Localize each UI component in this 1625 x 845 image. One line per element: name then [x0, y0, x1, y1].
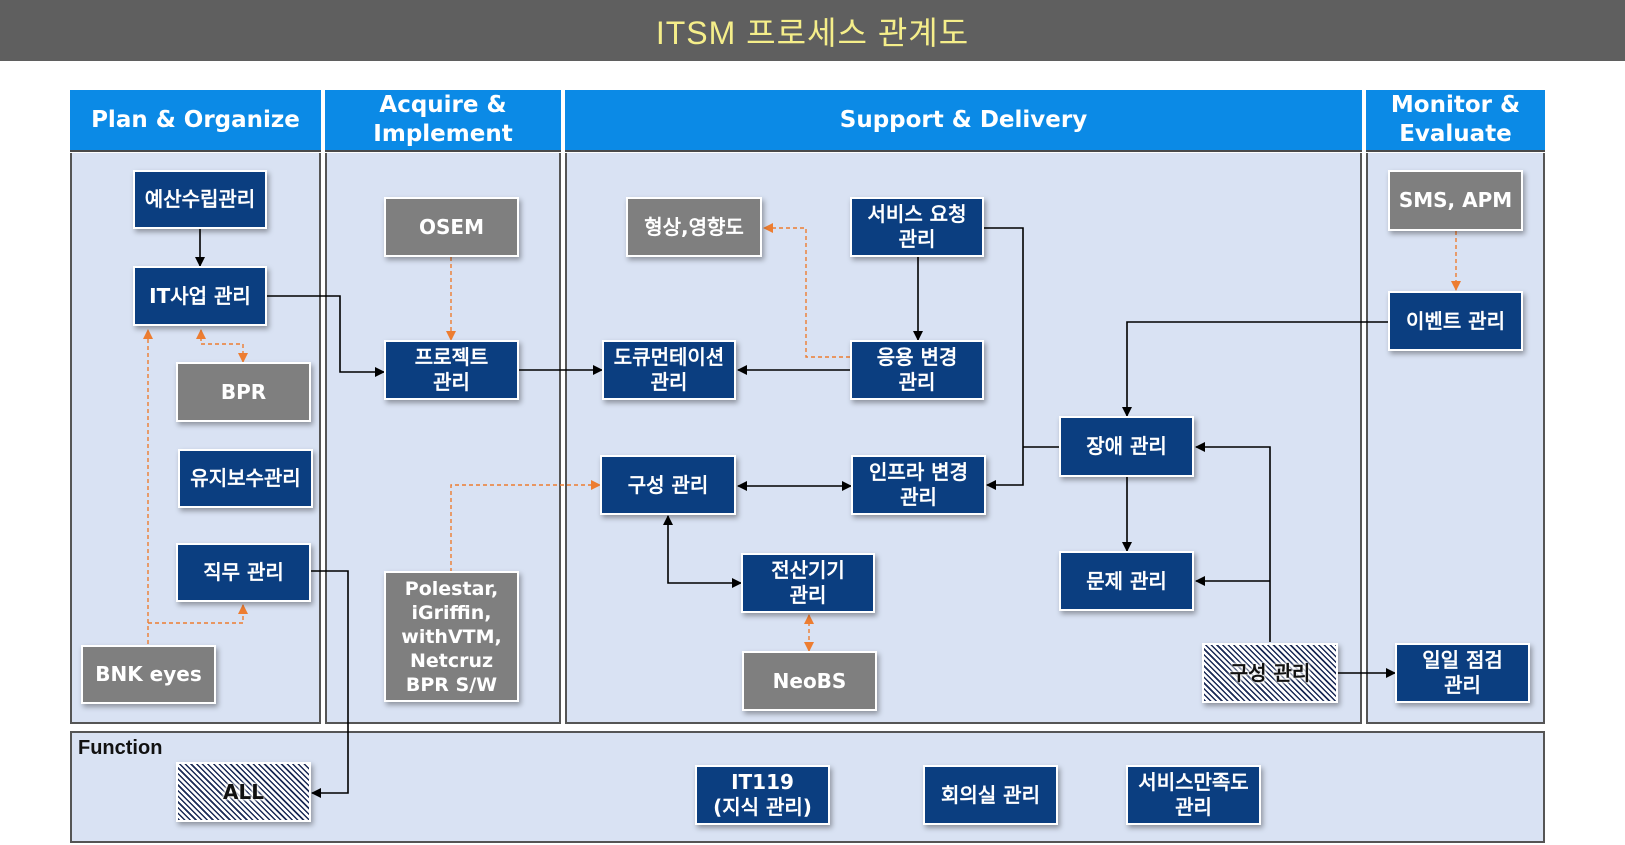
node-service-request-management[interactable]: 서비스 요청 관리 — [850, 197, 984, 257]
node-configuration-management[interactable]: 구성 관리 — [600, 455, 736, 515]
column-header-acquire-implement: Acquire & Implement — [325, 90, 561, 152]
node-problem-management[interactable]: 문제 관리 — [1059, 551, 1194, 611]
node-event-management[interactable]: 이벤트 관리 — [1388, 291, 1523, 351]
node-all-functions[interactable]: ALL — [176, 762, 311, 822]
node-it119-knowledge-management[interactable]: IT119 (지식 관리) — [695, 765, 830, 825]
node-configuration-impact[interactable]: 형상,영향도 — [626, 197, 762, 257]
node-equipment-management[interactable]: 전산기기 관리 — [741, 553, 875, 613]
function-panel-label: Function — [78, 737, 163, 759]
node-it-project-management[interactable]: IT사업 관리 — [133, 266, 267, 326]
node-sms-apm[interactable]: SMS, APM — [1388, 170, 1523, 231]
column-header-plan-organize: Plan & Organize — [70, 90, 321, 152]
column-header-support-delivery: Support & Delivery — [565, 90, 1362, 152]
panel-monitor-evaluate — [1366, 153, 1545, 724]
page-title: ITSM 프로세스 관계도 — [655, 14, 970, 51]
node-maintenance-management[interactable]: 유지보수관리 — [178, 449, 313, 508]
node-incident-management[interactable]: 장애 관리 — [1059, 416, 1194, 477]
node-infrastructure-change-management[interactable]: 인프라 변경 관리 — [851, 455, 986, 515]
panel-plan-organize — [70, 153, 321, 724]
node-daily-check-management[interactable]: 일일 점검 관리 — [1395, 643, 1530, 703]
node-meeting-room-management[interactable]: 회의실 관리 — [923, 765, 1058, 825]
node-application-change-management[interactable]: 응용 변경 관리 — [850, 340, 984, 400]
node-osem[interactable]: OSEM — [384, 197, 519, 257]
node-neobs[interactable]: NeoBS — [742, 651, 877, 711]
node-bnk-eyes[interactable]: BNK eyes — [81, 645, 216, 704]
column-header-monitor-evaluate: Monitor & Evaluate — [1366, 90, 1545, 152]
node-bpr[interactable]: BPR — [176, 362, 311, 422]
node-budget-planning[interactable]: 예산수립관리 — [133, 170, 267, 229]
node-monitoring-tools[interactable]: Polestar, iGriffin, withVTM, Netcruz BPR… — [384, 571, 519, 702]
node-duty-management[interactable]: 직무 관리 — [176, 543, 311, 602]
node-configuration-management-reference[interactable]: 구성 관리 — [1202, 643, 1338, 703]
title-bar: ITSM 프로세스 관계도 — [0, 0, 1625, 61]
node-documentation-management[interactable]: 도큐먼테이션 관리 — [602, 340, 736, 400]
node-project-management[interactable]: 프로젝트 관리 — [384, 340, 519, 400]
node-service-satisfaction-management[interactable]: 서비스만족도 관리 — [1126, 765, 1261, 825]
